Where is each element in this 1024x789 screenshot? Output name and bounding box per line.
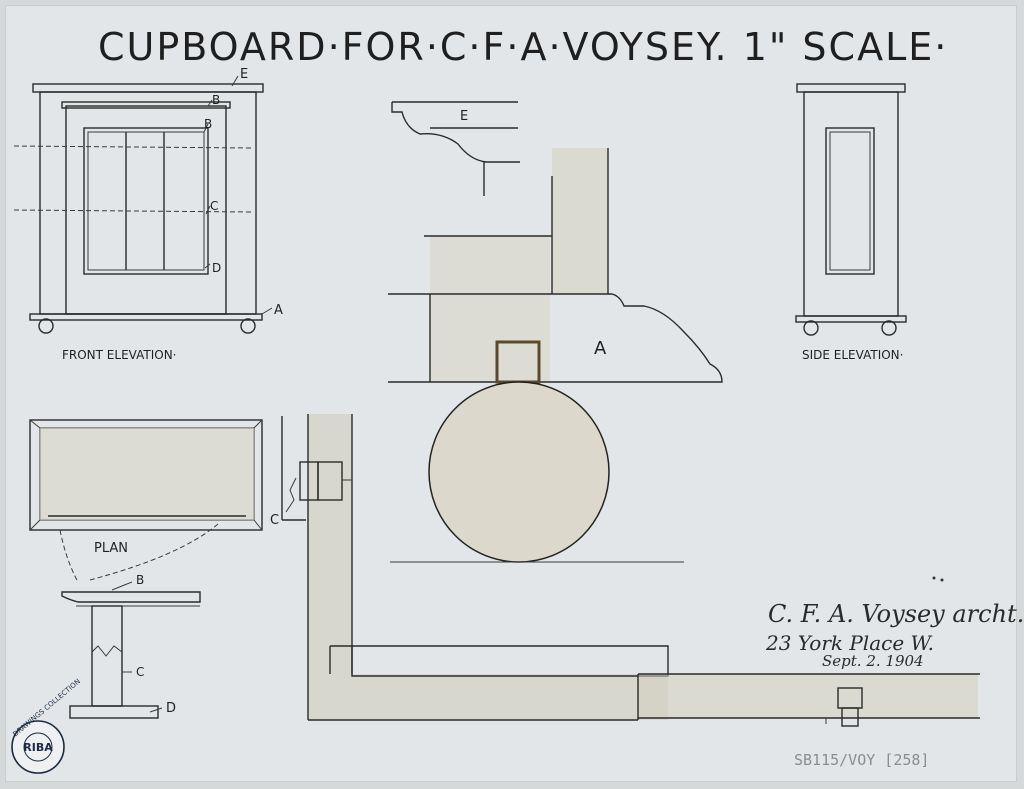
cornice-detail-e bbox=[391, 101, 520, 196]
callout-c-front: C bbox=[210, 199, 218, 213]
callout-c-section: C bbox=[136, 665, 144, 679]
callout-c-lower: C bbox=[270, 513, 279, 528]
callout-b2-front: B bbox=[204, 117, 212, 131]
base-section-detail-a bbox=[388, 148, 723, 563]
riba-stamp: RIBA DRAWINGS COLLECTION bbox=[11, 677, 82, 774]
plan-view bbox=[29, 419, 263, 583]
reference-number: SB115/VOY [258] bbox=[794, 751, 929, 769]
signature-address: 23 York Place W. bbox=[765, 631, 934, 655]
side-elevation-label: SIDE ELEVATION· bbox=[802, 348, 903, 362]
callout-d-front: D bbox=[212, 261, 221, 275]
signature-name: C. F. A. Voysey archt. bbox=[768, 600, 1024, 628]
front-elevation-label: FRONT ELEVATION· bbox=[62, 348, 176, 362]
callout-a-detail: A bbox=[594, 338, 607, 359]
side-elevation-view bbox=[795, 83, 907, 336]
callout-b-section: B bbox=[136, 573, 144, 587]
small-section-bcd bbox=[61, 581, 201, 719]
plan-label: PLAN bbox=[94, 541, 128, 556]
front-elevation-view bbox=[13, 75, 273, 334]
callout-d-section: D bbox=[166, 701, 176, 716]
stamp-center-text: RIBA bbox=[23, 741, 53, 754]
lower-base-section bbox=[281, 414, 980, 727]
signature-date: Sept. 2. 1904 bbox=[822, 652, 924, 670]
callout-e-front: E bbox=[240, 67, 248, 82]
callout-e-detail: E bbox=[460, 109, 468, 124]
callout-a-front: A bbox=[274, 303, 283, 318]
drawing-title: CUPBOARD·FOR·C·F·A·VOYSEY. 1" SCALE· bbox=[98, 25, 948, 69]
callout-b-front: B bbox=[212, 93, 220, 107]
